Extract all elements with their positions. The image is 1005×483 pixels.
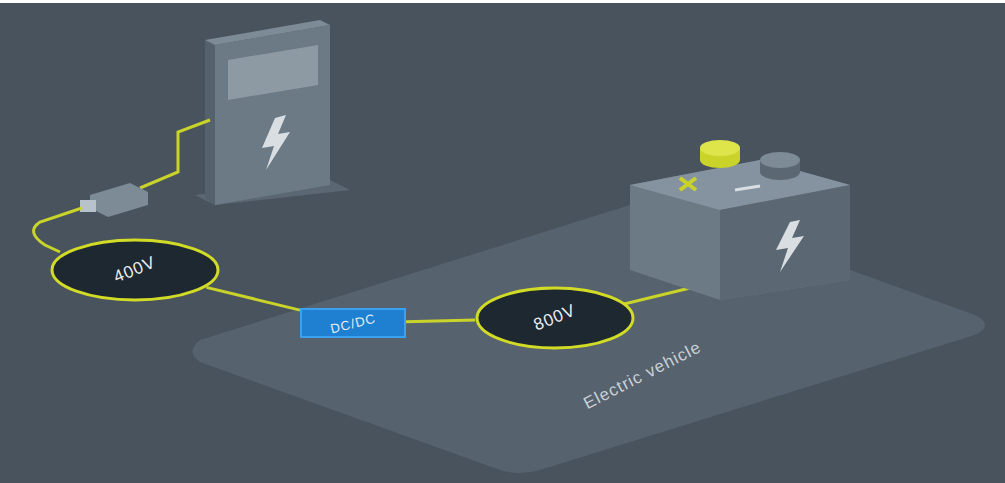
charging-station [195,20,350,205]
lightning-icon [776,220,804,272]
wire-line [406,320,475,322]
voltage-ellipse: 800V [475,286,635,350]
charging-cable [34,208,82,252]
lightning-icon [262,115,290,170]
station-top [205,20,330,45]
converter-box: DC/DC [300,308,406,338]
battery-terminal [700,140,740,156]
plug-tip [80,200,96,212]
plug [80,183,148,217]
voltage-ellipse: 400V [50,238,220,302]
vehicle-platform [193,202,986,474]
station-front [215,25,330,205]
battery-side [720,185,850,300]
wire-connector [406,320,475,322]
plug-body [90,183,148,217]
plus-sign [680,178,696,190]
battery [630,140,850,300]
battery-body [630,160,850,300]
wire-line [206,287,300,310]
ellipse-shape [52,240,218,300]
wire-connector [206,287,300,310]
ellipse-shape [477,288,633,348]
charging-cable [140,120,210,188]
top-margin [0,0,1005,3]
minus-sign [735,186,760,190]
station-screen [228,45,318,100]
voltage-text: DC/DC [329,310,377,336]
battery-terminal [760,152,800,168]
battery-wire [620,288,690,305]
